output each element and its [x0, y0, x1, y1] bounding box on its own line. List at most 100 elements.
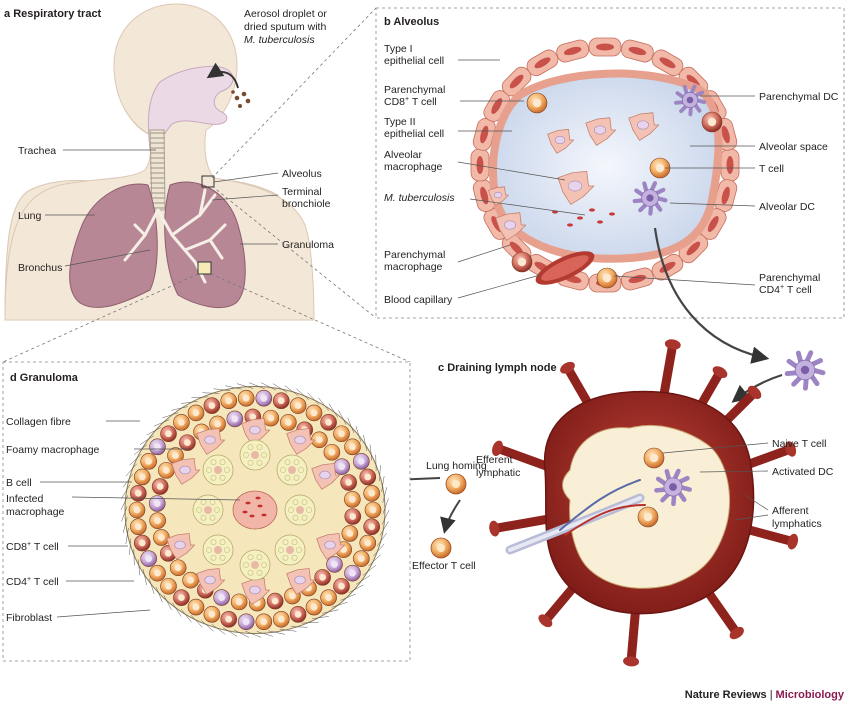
infected-macrophage — [232, 490, 278, 530]
collagen-fibre — [248, 382, 265, 390]
cd8-t-cell — [203, 397, 221, 414]
zoom-lines — [2, 7, 411, 363]
macrophage — [241, 418, 271, 445]
vessel-end — [623, 656, 640, 667]
mtb-bacillus — [255, 496, 261, 500]
cd8-t-cell — [220, 610, 238, 628]
cd4-t-cell — [353, 550, 370, 567]
macrophage — [316, 533, 346, 560]
collagen-fibre — [225, 385, 242, 390]
collagen-fibre — [171, 406, 188, 411]
b-cell — [333, 458, 351, 475]
cd4-t-cell — [140, 453, 157, 470]
collagen-fibre — [260, 382, 277, 391]
cd8-t-cell — [340, 474, 357, 491]
granuloma-marker — [197, 261, 212, 275]
label-lung: Lung — [18, 210, 42, 222]
cd4-t-cell — [364, 501, 382, 519]
mtb-bacillus — [242, 510, 248, 514]
type-i-epithelial-cell — [651, 253, 684, 281]
mtb-bacillus — [609, 212, 615, 216]
collagen-fibre — [328, 403, 339, 418]
cd4-t-cell — [158, 462, 175, 479]
vessel-end — [729, 626, 744, 640]
collagen-fibre — [307, 392, 320, 405]
collagen-fibre — [340, 593, 357, 601]
bronchial-tree — [123, 188, 227, 284]
collagen-fibre — [268, 630, 285, 635]
vessel-end — [712, 366, 728, 378]
b-cell — [213, 589, 230, 606]
cd4-t-cell — [262, 409, 280, 427]
macrophage — [311, 463, 341, 490]
collagen-fibre — [121, 506, 128, 522]
collagen-fibre — [162, 412, 179, 419]
collagen-fibre — [163, 595, 172, 610]
label-foamy: Foamy macrophage — [6, 444, 100, 456]
foamy-macrophage — [239, 439, 271, 471]
cd4-t-cell — [128, 501, 146, 519]
collagen-fibre — [338, 410, 347, 425]
b-cell — [353, 453, 370, 470]
migrating-dc — [784, 350, 826, 391]
collagen-fibre — [369, 444, 373, 461]
foamy-macrophage — [202, 534, 234, 566]
cd4-t-cell — [341, 525, 359, 542]
mtb-bacillus — [257, 504, 263, 508]
cd4-t-cell — [363, 484, 380, 502]
macrophage — [196, 428, 226, 455]
b-cell — [326, 556, 343, 573]
collagen-fibre — [312, 616, 329, 619]
cd4-t-cell — [133, 468, 151, 486]
cd8-t-cell — [289, 606, 307, 623]
macrophage — [286, 568, 316, 595]
svg-text:d Granuloma: d Granuloma — [10, 372, 79, 384]
cd4-t-cell — [160, 577, 177, 595]
cd4-t-cell — [149, 512, 166, 529]
efferent-vessels — [505, 479, 646, 555]
foamy-macrophage — [202, 454, 234, 486]
alveolar-macrophage — [628, 112, 660, 141]
cd8-t-cell — [272, 392, 290, 410]
mtb-bacillus — [261, 513, 267, 517]
lymph-node — [489, 339, 799, 667]
cd8-t-cell — [359, 468, 377, 486]
collagen-fibre — [245, 630, 262, 638]
parenchymal-macrophage — [495, 212, 527, 241]
cd4-t-cell — [323, 443, 341, 461]
macrophage — [286, 428, 316, 455]
foamy-macrophage — [192, 494, 224, 526]
cd4-t-cell — [344, 438, 361, 456]
label-fibroblast: Fibroblast — [6, 612, 52, 624]
panel-d: d Granuloma Collagen fibre Foamy macroph… — [2, 361, 411, 662]
collagen-fibre — [379, 465, 381, 482]
collagen-fibre — [381, 509, 390, 525]
collagen-fibre — [331, 601, 348, 608]
collagen-fibre — [301, 622, 319, 624]
collagen-fibre — [272, 383, 288, 393]
vessel-end — [787, 533, 799, 550]
alveolus-marker — [201, 175, 215, 188]
mtb-bacillus — [567, 223, 573, 227]
collagen-fibre — [146, 427, 162, 436]
alveolar-macrophage — [585, 117, 617, 146]
credit-separator: | — [769, 689, 773, 701]
cd8-t-cell — [344, 508, 362, 525]
cd4-t-cell — [169, 559, 187, 577]
collagen-fibre — [348, 584, 364, 593]
type-i-epithelial-cell — [588, 37, 622, 57]
cd8-t-cell — [179, 434, 196, 451]
collagen-fibre — [125, 528, 129, 544]
cd4-t-cell — [333, 425, 350, 443]
collagen-fibre — [213, 388, 231, 392]
alveolar-macrophage — [547, 128, 575, 154]
panel-c: c Draining lymph node Naive T cell Activ… — [388, 339, 834, 667]
mtb-bacillus — [245, 501, 251, 505]
collagen-fibre — [153, 419, 170, 427]
